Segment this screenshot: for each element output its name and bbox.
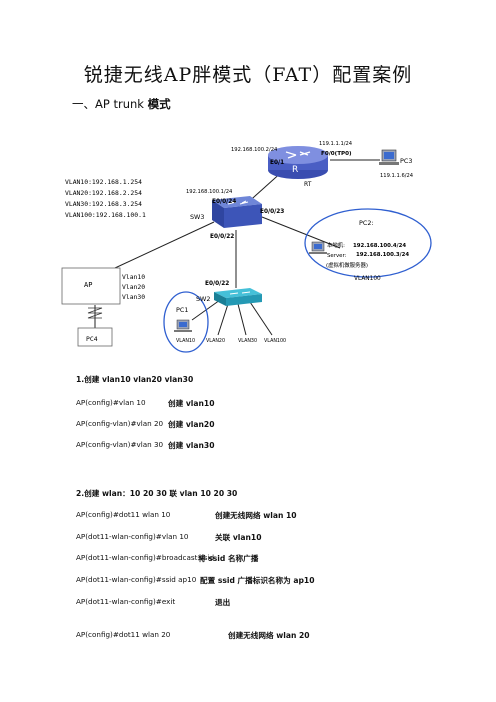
step1-heading: 1.创建 vlan10 vlan20 vlan30: [76, 375, 194, 384]
pc2-vlan: VLAN100: [354, 276, 381, 282]
router-e0-1-ip: 192.168.100.2/24: [231, 147, 278, 153]
router-icon: [268, 146, 328, 179]
command-line: AP(dot11-wlan-config)#ssid ap10: [76, 575, 197, 584]
command-line: AP(config)#dot11 wlan 10: [76, 510, 171, 519]
pc3-label: PC3: [400, 157, 412, 165]
command-note: 创建 vlan10: [168, 399, 215, 408]
sw2-vlan-label: VLAN10: [176, 338, 195, 344]
link-sw2-vlan20: [217, 303, 229, 336]
step2-heading: 2.创建 wlan：10 20 30 联 vlan 10 20 30: [76, 489, 238, 498]
sw2-vlan-label: VLAN20: [206, 338, 225, 344]
ap-vlan-label: Vlan20: [122, 283, 145, 291]
link-sw2-vlan30: [237, 303, 247, 336]
link-sw3-ap: [114, 221, 215, 269]
command-note: 创建无线网络 wlan 10: [215, 511, 297, 520]
sw3-port-22: E0/0/22: [210, 234, 234, 240]
pc3-ip: 119.1.1.6/24: [380, 173, 414, 179]
pc2-ip1: 192.168.100.4/24: [353, 243, 406, 249]
pc1-icon: [174, 319, 192, 332]
pc1-label: PC1: [176, 306, 188, 314]
command-note: 将 ssid 名称广播: [198, 554, 259, 563]
pc1-group-ellipse: [163, 291, 209, 353]
ap-vlan-label: Vlan30: [122, 293, 145, 301]
sw2-name: SW2: [196, 295, 210, 303]
ap-vlan-label: Vlan10: [122, 273, 145, 281]
link-sw2-vlan100: [249, 301, 273, 336]
command-line: AP(dot11-wlan-config)#exit: [76, 597, 176, 606]
ap-box: [61, 267, 121, 305]
page-title: 锐捷无线AP胖模式（FAT）配置案例: [83, 64, 413, 86]
pc2-local-label: 本地机:: [327, 241, 345, 249]
router-e0-1-port: E0/1: [270, 160, 284, 166]
pc2-ip2: 192.168.100.3/24: [356, 252, 409, 258]
sw2-port-22: E0/0/22: [205, 281, 229, 287]
command-line: AP(config)#vlan 10: [76, 398, 146, 407]
vlan-list-item: VLAN100:192.168.100.1: [65, 211, 146, 219]
router-wan-ip: 119.1.1.1/24: [319, 141, 353, 147]
sw2-vlan-label: VLAN100: [264, 338, 286, 344]
link-sw3-pc2: [261, 216, 341, 249]
sw3-name: SW3: [190, 213, 204, 221]
command-note: 关联 vlan10: [215, 533, 262, 542]
router-wan-port: F0/0(TP0): [321, 151, 352, 157]
command-note: 创建 vlan20: [168, 420, 215, 429]
command-note: 创建无线网络 wlan 20: [228, 631, 310, 640]
vlan-list-item: VLAN10:192.168.1.254: [65, 178, 142, 186]
vlan-list-item: VLAN30:192.168.3.254: [65, 200, 142, 208]
pc3-icon: [379, 149, 399, 165]
command-note: 创建 vlan30: [168, 441, 215, 450]
vlan-list-item: VLAN20:192.168.2.254: [65, 189, 142, 197]
command-line: AP(config-vlan)#vlan 20: [76, 419, 164, 428]
sw3-port-23: E0/0/23: [260, 209, 284, 215]
pc4-box: [77, 327, 113, 347]
sw3-port-24: E0/0/24: [212, 199, 236, 205]
sw3-ip: 192.168.100.1/24: [186, 189, 233, 195]
command-line: AP(dot11-wlan-config)#vlan 10: [76, 532, 189, 541]
pc4-label: PC4: [86, 335, 98, 343]
pc2-server-label: Server:: [327, 253, 347, 259]
router-name: RT: [304, 181, 312, 188]
sw3-switch-icon: [212, 196, 262, 228]
command-line: AP(dot11-wlan-config)#broadcast-ssid: [76, 553, 215, 562]
pc2-icon: [309, 241, 327, 254]
command-line: AP(config)#dot11 wlan 20: [76, 630, 171, 639]
section-heading-suffix: 模式: [147, 97, 171, 111]
section-heading-prefix: 一、AP trunk: [72, 97, 144, 111]
pc2-note: (虚拟机做服务器): [326, 261, 368, 269]
pc2-label: PC2:: [359, 219, 374, 227]
command-note: 退出: [215, 598, 231, 607]
pc2-group-ellipse: [304, 208, 432, 278]
command-note: 配置 ssid 广播标识名称为 ap10: [200, 576, 315, 585]
sw2-vlan-label: VLAN30: [238, 338, 257, 344]
section-heading: 一、AP trunk 模式: [72, 96, 171, 112]
ap-label: AP: [84, 281, 92, 289]
sw2-switch-icon: [214, 288, 262, 306]
command-line: AP(config-vlan)#vlan 30: [76, 440, 164, 449]
wireless-symbol: [87, 307, 103, 319]
router-label: R: [292, 165, 298, 175]
